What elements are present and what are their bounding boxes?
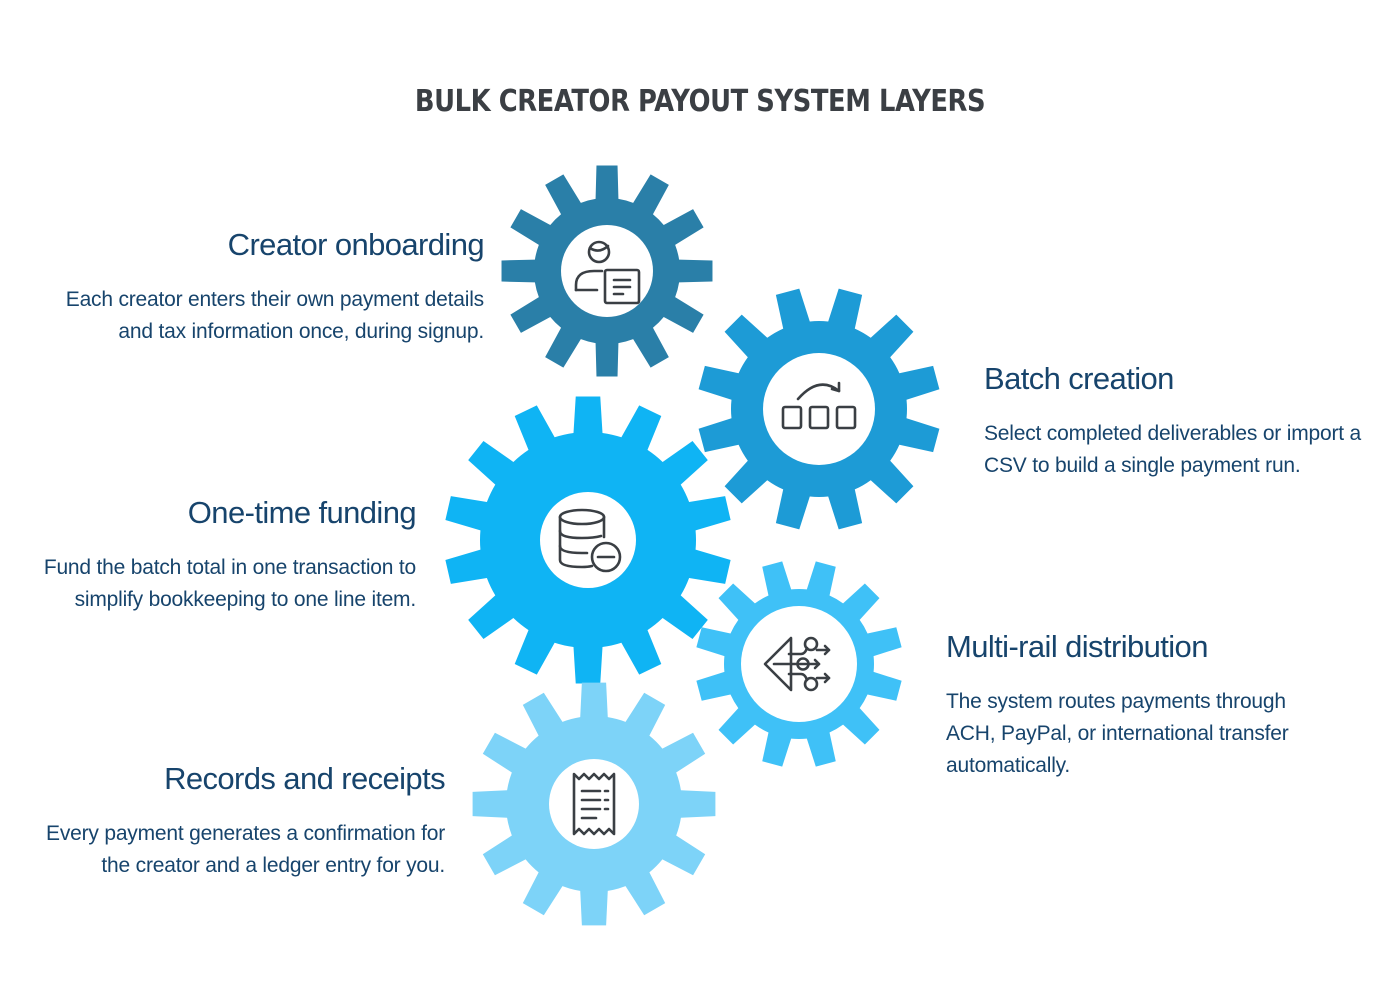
layer-description: The system routes payments through ACH, …	[946, 690, 1289, 778]
gear-hub	[549, 759, 639, 849]
layer-creator-onboarding: Creator onboarding Each creator enters t…	[64, 227, 485, 348]
gear-one-time-funding	[445, 396, 731, 684]
gear-records-and-receipts	[472, 682, 716, 926]
layer-multi-rail-distribution: Multi-rail distribution The system route…	[946, 629, 1326, 782]
layer-batch-creation: Batch creation Select completed delivera…	[984, 361, 1374, 482]
gear-batch-creation	[698, 288, 940, 530]
layer-heading: Creator onboarding	[227, 227, 485, 262]
layer-description: Each creator enters their own payment de…	[65, 288, 484, 344]
layer-heading: Records and receipts	[164, 761, 446, 796]
layer-one-time-funding: One-time funding Fund the batch total in…	[16, 495, 417, 616]
layer-description: Fund the batch total in one transaction …	[43, 556, 416, 612]
gear-creator-onboarding	[501, 165, 713, 377]
layer-description: Every payment generates a confirmation f…	[46, 822, 445, 878]
layer-description: Select completed deliverables or import …	[984, 422, 1361, 478]
layer-heading: One-time funding	[187, 495, 417, 530]
layer-heading: Batch creation	[984, 361, 1174, 396]
gear-hub	[763, 353, 875, 465]
layer-records-and-receipts: Records and receipts Every payment gener…	[45, 761, 446, 882]
gear-hub	[540, 492, 636, 588]
layer-heading: Multi-rail distribution	[946, 629, 1208, 664]
gear-multi-rail-distribution	[696, 561, 902, 767]
page-title: Bulk Creator Payout System Layers	[414, 84, 986, 119]
